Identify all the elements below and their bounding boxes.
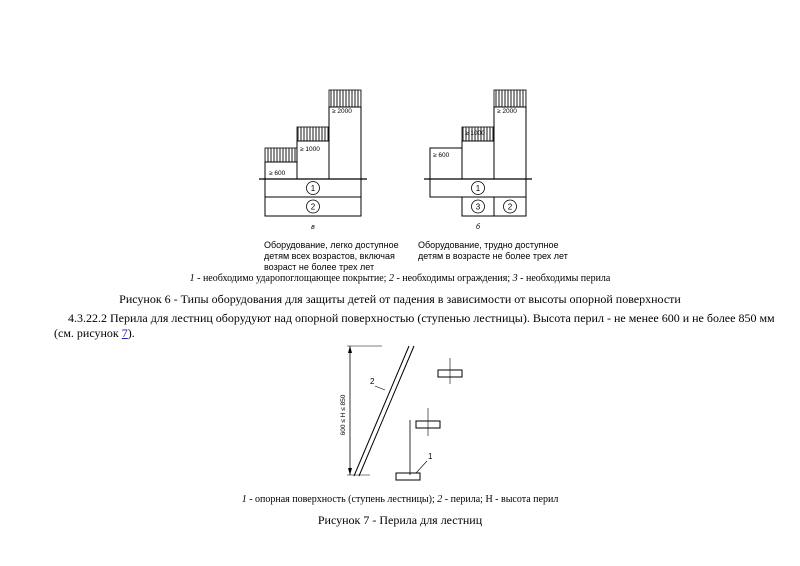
legend-number: 1 [189,273,195,284]
figure-6-title: Рисунок 6 - Типы оборудования для защиты… [119,292,681,306]
panel-a-note-line: детям всех возрастов, включая [264,251,395,261]
panel-a-note-line: Оборудование, легко доступное [264,240,399,250]
legend-number: 3 [512,273,518,284]
panel-a-circle-2: 2 [311,203,316,212]
paragraph-4-3-22-2: 4.3.22.2 Перила для лестниц оборудуют на… [54,311,775,341]
panel-a-note-line: возраст не более трех лет [264,262,375,272]
legend-text: - необходимы перила [517,273,611,284]
legend-text: - перила; Н - высота перил [442,494,559,505]
label-1: 1 [428,452,433,461]
panel-b: ≥ 600 ≥ 1000 ≥ 2000 1 3 2 б [424,89,532,231]
figure-6-diagram: ≥ 600 ≥ 1000 ≥ 2000 1 2 в ≥ 600 ≥ 1000 ≥… [259,89,532,231]
paragraph-text: (см. рисунок [54,326,122,340]
panel-b-label-1000: ≥ 1000 [465,130,485,137]
legend-number: 2 [437,494,443,505]
panel-b-note: Оборудование, трудно доступное детям в в… [418,240,568,262]
paragraph-line: (см. рисунок 7). [54,326,774,341]
legend-text: - опорная поверхность (ступень лестницы)… [246,494,438,505]
legend-text: - необходимы ограждения; [393,273,513,284]
panel-b-letter: б [476,223,481,231]
panel-b-note-line: детям в возрасте не более трех лет [418,251,568,261]
paragraph-line: 4.3.22.2 Перила для лестниц оборудуют на… [54,311,775,326]
dimension-label: 600 ≤ H ≤ 850 [340,394,347,435]
legend-text: - необходимо ударопоглощающее покрытие; [194,273,389,284]
panel-a-label-600: ≥ 600 [269,170,286,177]
panel-a-note: Оборудование, легко доступное детям всех… [264,240,399,273]
paragraph-text: ). [127,326,135,340]
panel-a-label-2000: ≥ 2000 [332,108,352,115]
panel-a-circle-1: 1 [311,184,316,193]
figure-7-title: Рисунок 7 - Перила для лестниц [317,513,483,527]
panel-b-circle-1: 1 [476,184,481,193]
legend-number: 1 [241,494,247,505]
panel-b-label-600: ≥ 600 [433,152,450,159]
panel-b-circle-3: 3 [476,203,481,212]
paragraph-text: 4.3.22.2 Перила для лестниц оборудуют на… [68,311,775,325]
figure-7-diagram: 600 ≤ H ≤ 850 2 1 [340,345,463,481]
panel-b-label-2000: ≥ 2000 [497,108,517,115]
panel-a: ≥ 600 ≥ 1000 ≥ 2000 1 2 в [259,89,367,231]
figure-7-legend: 1 - опорная поверхность (ступень лестниц… [0,494,800,505]
panel-a-label-1000: ≥ 1000 [300,146,320,153]
figure-7-link[interactable]: 7 [121,326,128,340]
panel-b-note-line: Оборудование, трудно доступное [418,240,559,250]
label-2: 2 [370,377,375,386]
legend-number: 2 [388,273,394,284]
panel-b-circle-2: 2 [508,203,513,212]
panel-a-letter: в [311,224,315,231]
figure-6-legend: 1 - необходимо ударопоглощающее покрытие… [0,273,800,284]
